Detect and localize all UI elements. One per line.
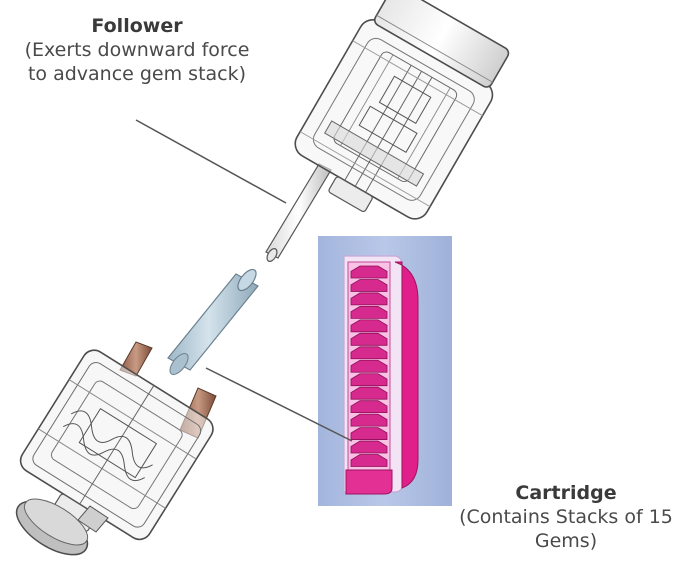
dispenser-body — [15, 341, 217, 556]
cartridge-title: Cartridge — [515, 482, 617, 504]
cartridge-description-line2: Gems) — [534, 530, 598, 552]
gem — [350, 440, 388, 454]
follower-label: Follower (Exerts downward force to advan… — [2, 14, 272, 86]
gem — [350, 386, 388, 400]
follower-description-line2: to advance gem stack) — [27, 63, 247, 85]
cartridge-leader-line — [205, 367, 353, 442]
gem — [350, 373, 388, 387]
gem — [350, 454, 388, 467]
follower-housing — [294, 0, 510, 220]
follower-part — [265, 0, 510, 262]
cartridge-description-line1: (Contains Stacks of 15 — [459, 506, 673, 528]
cartridge-label: Cartridge (Contains Stacks of 15 Gems) — [438, 481, 694, 553]
base-disc — [15, 498, 109, 556]
follower-leader-line — [135, 119, 287, 204]
gem — [350, 319, 388, 333]
gem — [350, 292, 388, 306]
follower-title: Follower — [91, 15, 183, 37]
gem — [350, 413, 388, 427]
gem-stack — [350, 265, 388, 467]
gem — [350, 400, 388, 414]
follower-description-line1: (Exerts downward force — [24, 39, 250, 61]
gem — [350, 279, 388, 292]
cartridge-cross-section-inset — [318, 236, 452, 506]
gem — [350, 332, 388, 346]
cartridge-tube — [167, 268, 259, 376]
follower-rod — [265, 163, 332, 262]
gem — [350, 265, 388, 279]
gem — [350, 346, 388, 360]
gem — [350, 359, 388, 373]
gem — [350, 306, 388, 319]
gem — [350, 427, 388, 440]
